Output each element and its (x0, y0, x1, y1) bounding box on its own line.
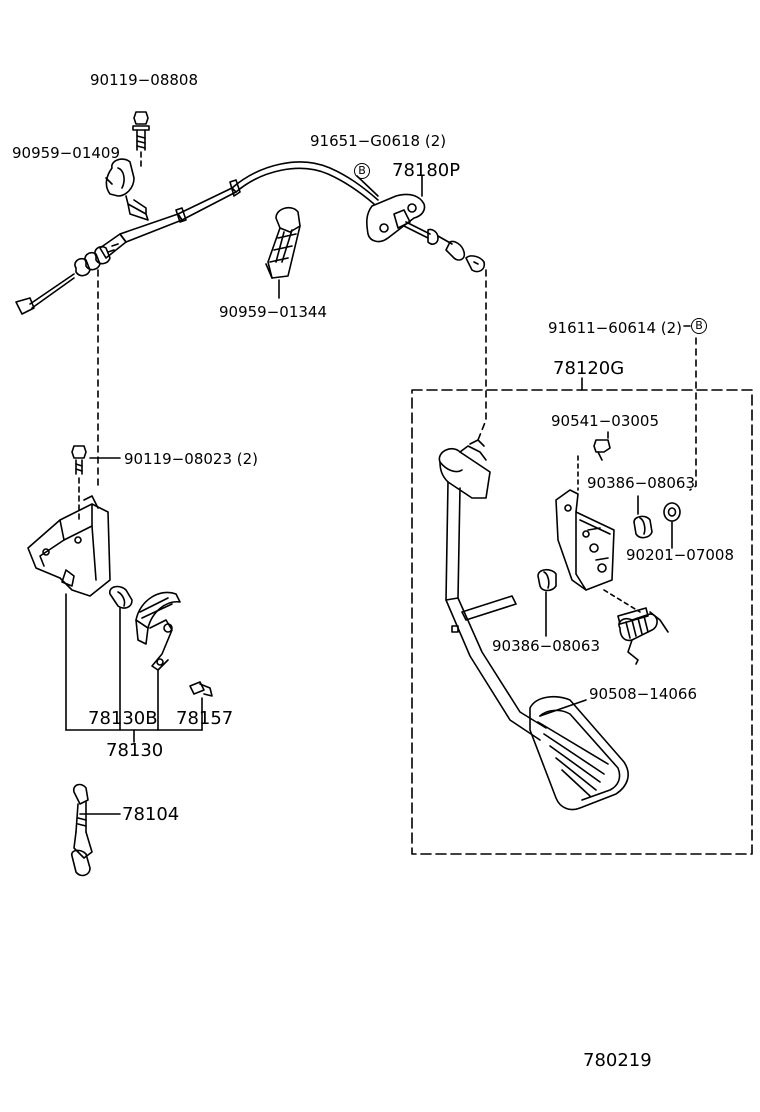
bolt-90119-08023 (71, 445, 121, 521)
bolt-90541-03005 (593, 431, 611, 461)
pedal-bracket (555, 455, 615, 591)
label-90386-08063-upper: 90386−08063 (587, 474, 696, 492)
spring-90508-14066 (603, 589, 669, 665)
accelerator-pedal (438, 439, 629, 811)
label-90959-01344: 90959−01344 (219, 303, 328, 321)
accelerator-cable (15, 161, 486, 315)
label-90541-03005: 90541−03005 (551, 412, 660, 430)
label-78180p: 78180P (392, 160, 461, 181)
label-90508-14066: 90508−14066 (589, 685, 698, 703)
label-90119-08023: 90119−08023 (2) (124, 450, 259, 468)
lever-assembly (135, 591, 181, 731)
label-91611-60614: 91611−60614 (2) (548, 319, 683, 337)
label-91651-g0618: 91651−G0618 (2) (310, 132, 447, 150)
cover-90959-01344 (265, 206, 301, 299)
label-78130: 78130 (106, 740, 164, 761)
marker-b-top: B (354, 163, 370, 179)
clamp-90959-01409 (105, 158, 149, 221)
clip-78157 (189, 681, 213, 731)
bolt-90119-08808 (132, 111, 150, 169)
pedal-assembly-box (411, 337, 753, 855)
bracket-78130 (27, 495, 111, 731)
figure-code: 780219 (583, 1050, 652, 1071)
label-90959-01409: 90959−01409 (12, 144, 121, 162)
bushing-90386-08063-upper (633, 495, 653, 539)
rod-78104 (70, 783, 121, 877)
label-78104: 78104 (122, 804, 180, 825)
guide-lines-top (97, 269, 487, 491)
label-90201-07008: 90201−07008 (626, 546, 735, 564)
label-78157: 78157 (176, 708, 234, 729)
bushing-78130b (109, 585, 133, 731)
washer-90201-07008 (663, 502, 681, 549)
callout-lines (356, 175, 691, 327)
label-78130b: 78130B (88, 708, 158, 729)
label-78120g: 78120G (553, 358, 625, 379)
label-90119-08808: 90119−08808 (90, 71, 199, 89)
bushing-90386-08063-lower (537, 568, 557, 637)
callout-78130 (65, 729, 203, 743)
label-90386-08063-lower: 90386−08063 (492, 637, 601, 655)
marker-b-right: B (691, 318, 707, 334)
